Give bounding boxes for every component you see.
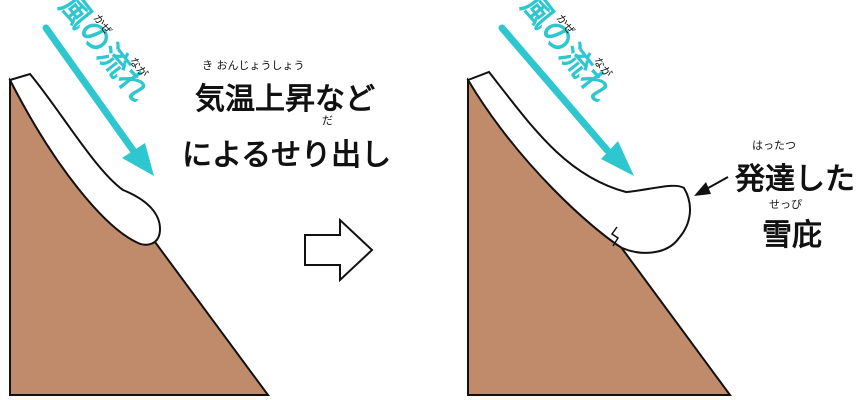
right-panel: 風の流れ かぜ なが はったつ 発達した せっぴ 雪庇 bbox=[466, 0, 855, 396]
right-snow-cornice bbox=[466, 70, 691, 254]
left-wind-arrow-head bbox=[122, 143, 154, 176]
left-caption-line2: によるせり出し bbox=[182, 138, 391, 173]
left-caption-line1-ruby: き おんじょうしょう bbox=[202, 59, 305, 72]
left-caption-line1: 気温上昇など bbox=[195, 82, 375, 117]
transition-arrow bbox=[304, 217, 374, 283]
right-caption-line2: 雪庇 bbox=[762, 218, 822, 253]
callout-arrow-head bbox=[694, 182, 711, 196]
left-caption-line2-ruby: だ bbox=[322, 114, 333, 127]
left-panel: 風の流れ かぜ なが き おんじょうしょう 気温上昇など だ によるせり出し bbox=[8, 0, 391, 396]
right-wind-arrow-shaft bbox=[498, 24, 611, 154]
left-snow-cornice bbox=[8, 72, 162, 246]
right-caption-line1-ruby: はったつ bbox=[752, 139, 796, 152]
left-wind-arrow-shaft bbox=[42, 24, 139, 157]
right-caption-line1: 発達した bbox=[734, 162, 855, 197]
right-caption-line2-ruby: せっぴ bbox=[769, 198, 802, 211]
right-wind-arrow-head bbox=[601, 141, 634, 176]
crack-icon bbox=[610, 226, 620, 247]
